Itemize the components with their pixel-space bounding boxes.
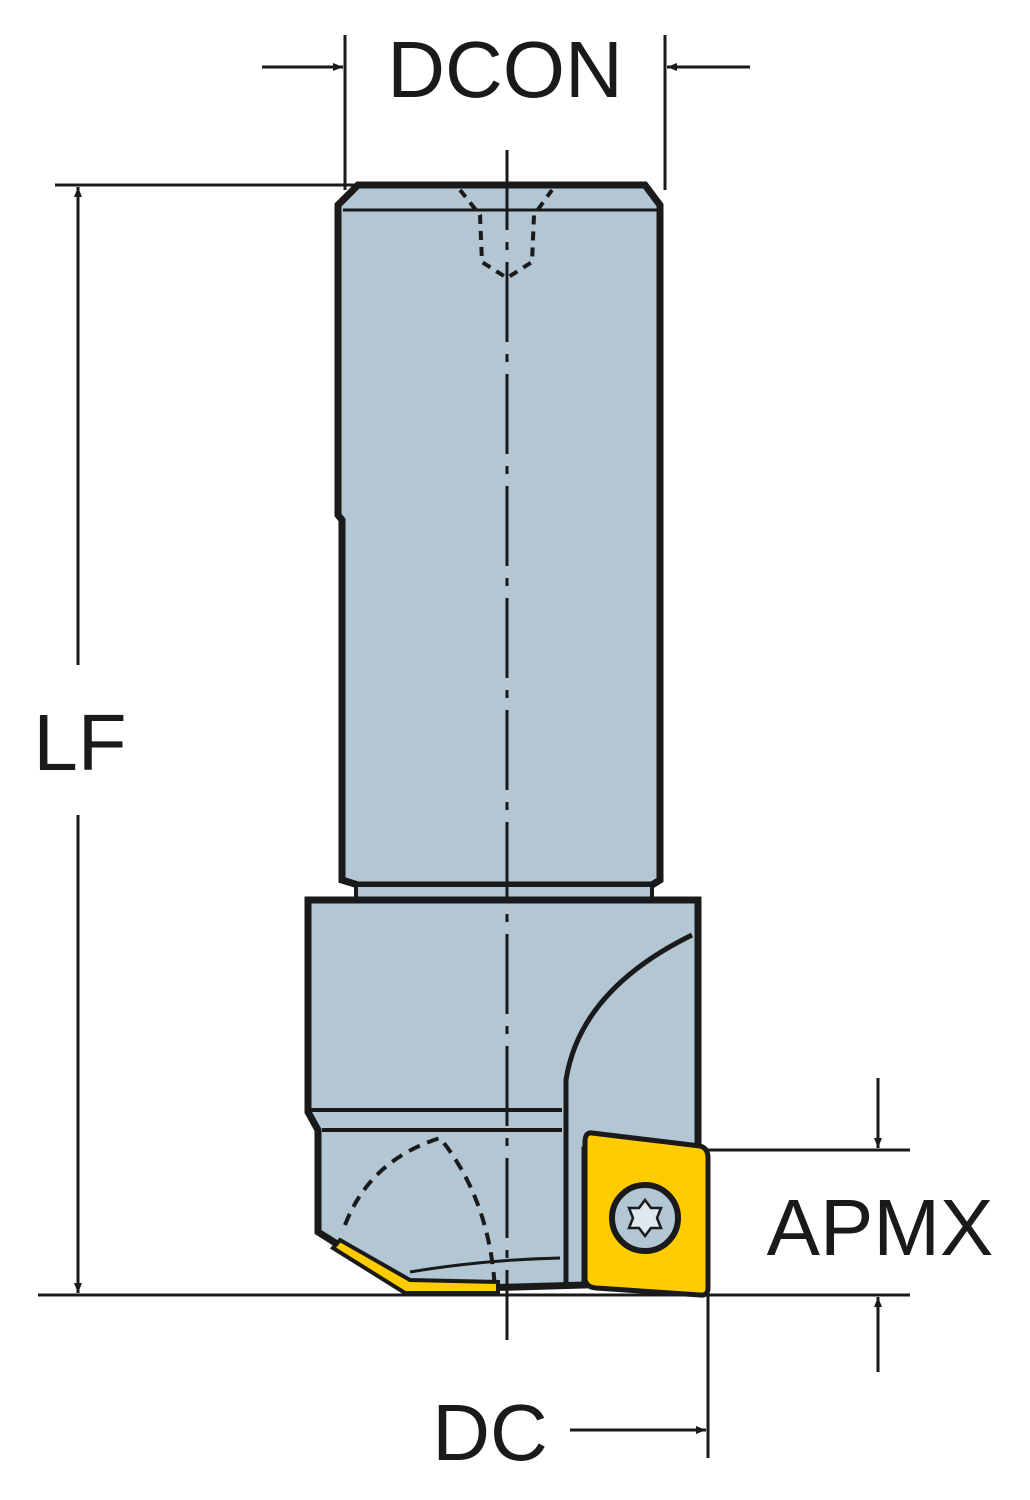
lf-label: LF (33, 698, 126, 787)
torx-icon (627, 1197, 663, 1239)
apmx-label: APMX (767, 1183, 994, 1272)
flute-bottom-line (409, 1256, 561, 1274)
hidden-insert-outline (343, 1135, 497, 1291)
chip-flute-arc (563, 932, 694, 1285)
screw-hole-hidden (458, 188, 554, 281)
shank (334, 181, 664, 889)
dcon-label: DCON (387, 25, 623, 114)
dc-label: DC (432, 1388, 548, 1477)
insert-edge-left (329, 1237, 500, 1295)
